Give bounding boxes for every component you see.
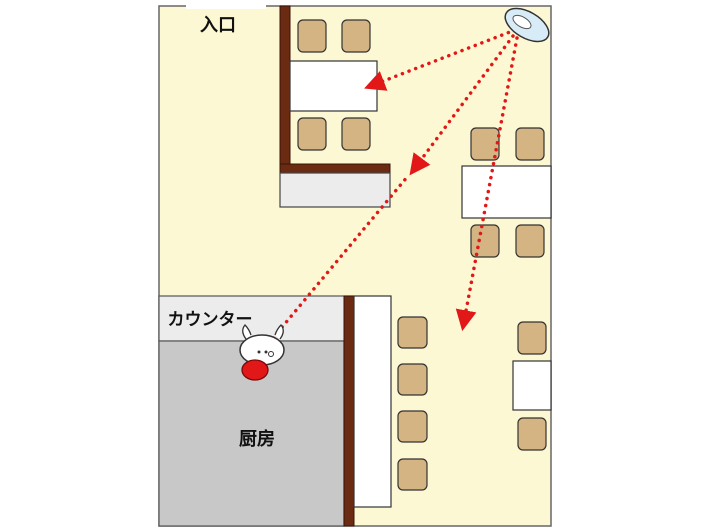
chair	[515, 224, 545, 258]
bar-stools	[397, 316, 428, 491]
table	[461, 165, 552, 219]
chair	[341, 117, 371, 151]
chair	[397, 363, 428, 396]
kitchen-staff-icon	[239, 324, 285, 381]
sightline-to-floor	[455, 36, 519, 332]
bar-counter	[353, 295, 392, 508]
kitchen-label: 厨房	[239, 428, 275, 450]
chair	[397, 316, 428, 349]
table	[512, 360, 552, 411]
chair	[517, 321, 547, 355]
chair	[297, 19, 327, 53]
booth-wall-vertical	[279, 5, 291, 165]
entrance-opening	[186, 3, 266, 9]
four-seat-table-group	[461, 127, 552, 258]
chair	[397, 458, 428, 491]
entrance-label: 入口	[200, 15, 236, 36]
chair	[297, 117, 327, 151]
sightlines	[271, 28, 519, 340]
chair	[515, 127, 545, 161]
sightline-from-staff	[271, 174, 410, 340]
partition-shelf	[279, 172, 391, 208]
two-seat-table-group	[512, 321, 552, 451]
counter-area	[158, 295, 354, 342]
sightline-to-partition	[409, 34, 515, 176]
ceiling-camera-icon	[504, 7, 550, 43]
sightline-to-booth	[364, 28, 517, 91]
counter-label: カウンター	[168, 310, 253, 330]
chair	[397, 410, 428, 443]
booth-wall-horizontal	[279, 163, 391, 174]
chair	[517, 417, 547, 451]
chair	[470, 127, 500, 161]
chair	[470, 224, 500, 258]
table	[289, 60, 378, 112]
chair	[341, 19, 371, 53]
counter-wall	[343, 295, 355, 527]
